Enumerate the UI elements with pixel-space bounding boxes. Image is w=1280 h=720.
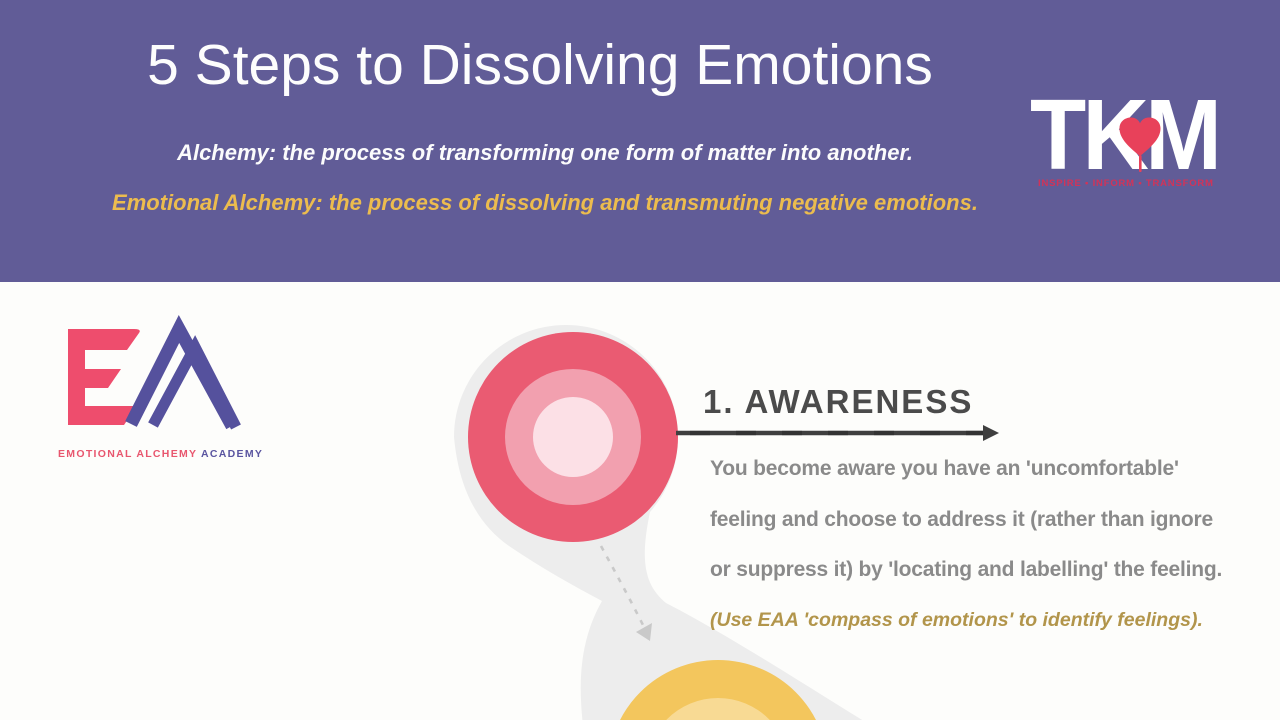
step1-text-line: or suppress it) by 'locating and labelli… bbox=[710, 558, 1223, 581]
step1-note: (Use EAA 'compass of emotions' to identi… bbox=[710, 608, 1203, 631]
step1-text-line: You become aware you have an 'uncomforta… bbox=[710, 457, 1179, 480]
ea-tagline: EMOTIONAL ALCHEMY ACADEMY bbox=[58, 448, 278, 460]
header-band: 5 Steps to Dissolving Emotions Alchemy: … bbox=[0, 0, 1280, 282]
ea-tagline-secondary: ACADEMY bbox=[201, 448, 264, 460]
step1-heading: 1. AWARENESS bbox=[703, 383, 974, 420]
step1-description: You become aware you have an 'uncomforta… bbox=[710, 457, 1250, 659]
step2-circle bbox=[620, 660, 816, 720]
ea-monogram-icon bbox=[68, 315, 241, 430]
page-title: 5 Steps to Dissolving Emotions bbox=[147, 33, 933, 97]
subtitle-alchemy: Alchemy: the process of transforming one… bbox=[177, 140, 913, 165]
tkm-tagline: INSPIRE • INFORM • TRANSFORM bbox=[1038, 178, 1214, 189]
heart-balloon-icon bbox=[1119, 117, 1161, 172]
dashed-arrow-icon bbox=[599, 545, 652, 641]
subtitle-emotional-alchemy: Emotional Alchemy: the process of dissol… bbox=[112, 190, 978, 215]
step1-circle bbox=[468, 332, 678, 542]
heading-arrow-icon bbox=[676, 425, 999, 441]
step1-text-line: feeling and choose to address it (rather… bbox=[710, 507, 1214, 531]
tkm-logo: TKM INSPIRE • INFORM • TRANSFORM bbox=[1030, 85, 1228, 196]
ea-tagline-primary: EMOTIONAL ALCHEMY bbox=[58, 448, 198, 460]
